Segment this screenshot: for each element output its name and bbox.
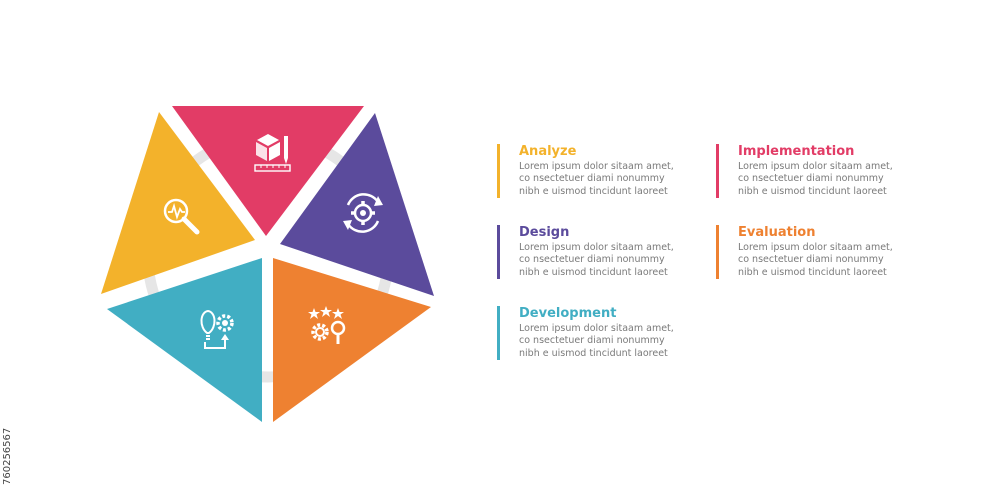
item-description: Lorem ipsum dolor sitaam amet, co nsecte…	[519, 242, 674, 278]
segment-development	[107, 258, 262, 422]
stock-image-id: 760256567	[2, 427, 13, 485]
implementation-accent-bar	[716, 144, 719, 198]
analyze-accent-bar	[497, 144, 500, 198]
item-description: Lorem ipsum dolor sitaam amet, co nsecte…	[738, 161, 893, 197]
item-title: Development	[519, 306, 617, 321]
segment-evaluation	[273, 258, 431, 422]
stars-gear-magnifier-icon	[308, 306, 346, 344]
magnifier-pulse-icon	[163, 198, 200, 235]
development-accent-bar	[497, 306, 500, 360]
item-description: Lorem ipsum dolor sitaam amet, co nsecte…	[519, 323, 674, 359]
item-description: Lorem ipsum dolor sitaam amet, co nsecte…	[519, 161, 674, 197]
pentagon-diagram	[101, 106, 434, 422]
segment-design	[280, 113, 434, 296]
item-description: Lorem ipsum dolor sitaam amet, co nsecte…	[738, 242, 893, 278]
segment-analyze	[101, 112, 255, 294]
evaluation-accent-bar	[716, 225, 719, 279]
item-title: Design	[519, 225, 570, 240]
cube-ruler-pencil-icon	[254, 134, 291, 172]
gear-cycle-icon	[343, 193, 383, 233]
lightbulb-gear-icon	[200, 309, 234, 349]
design-accent-bar	[497, 225, 500, 279]
item-title: Analyze	[519, 144, 577, 159]
item-title: Implementation	[738, 144, 855, 159]
item-title: Evaluation	[738, 225, 816, 240]
